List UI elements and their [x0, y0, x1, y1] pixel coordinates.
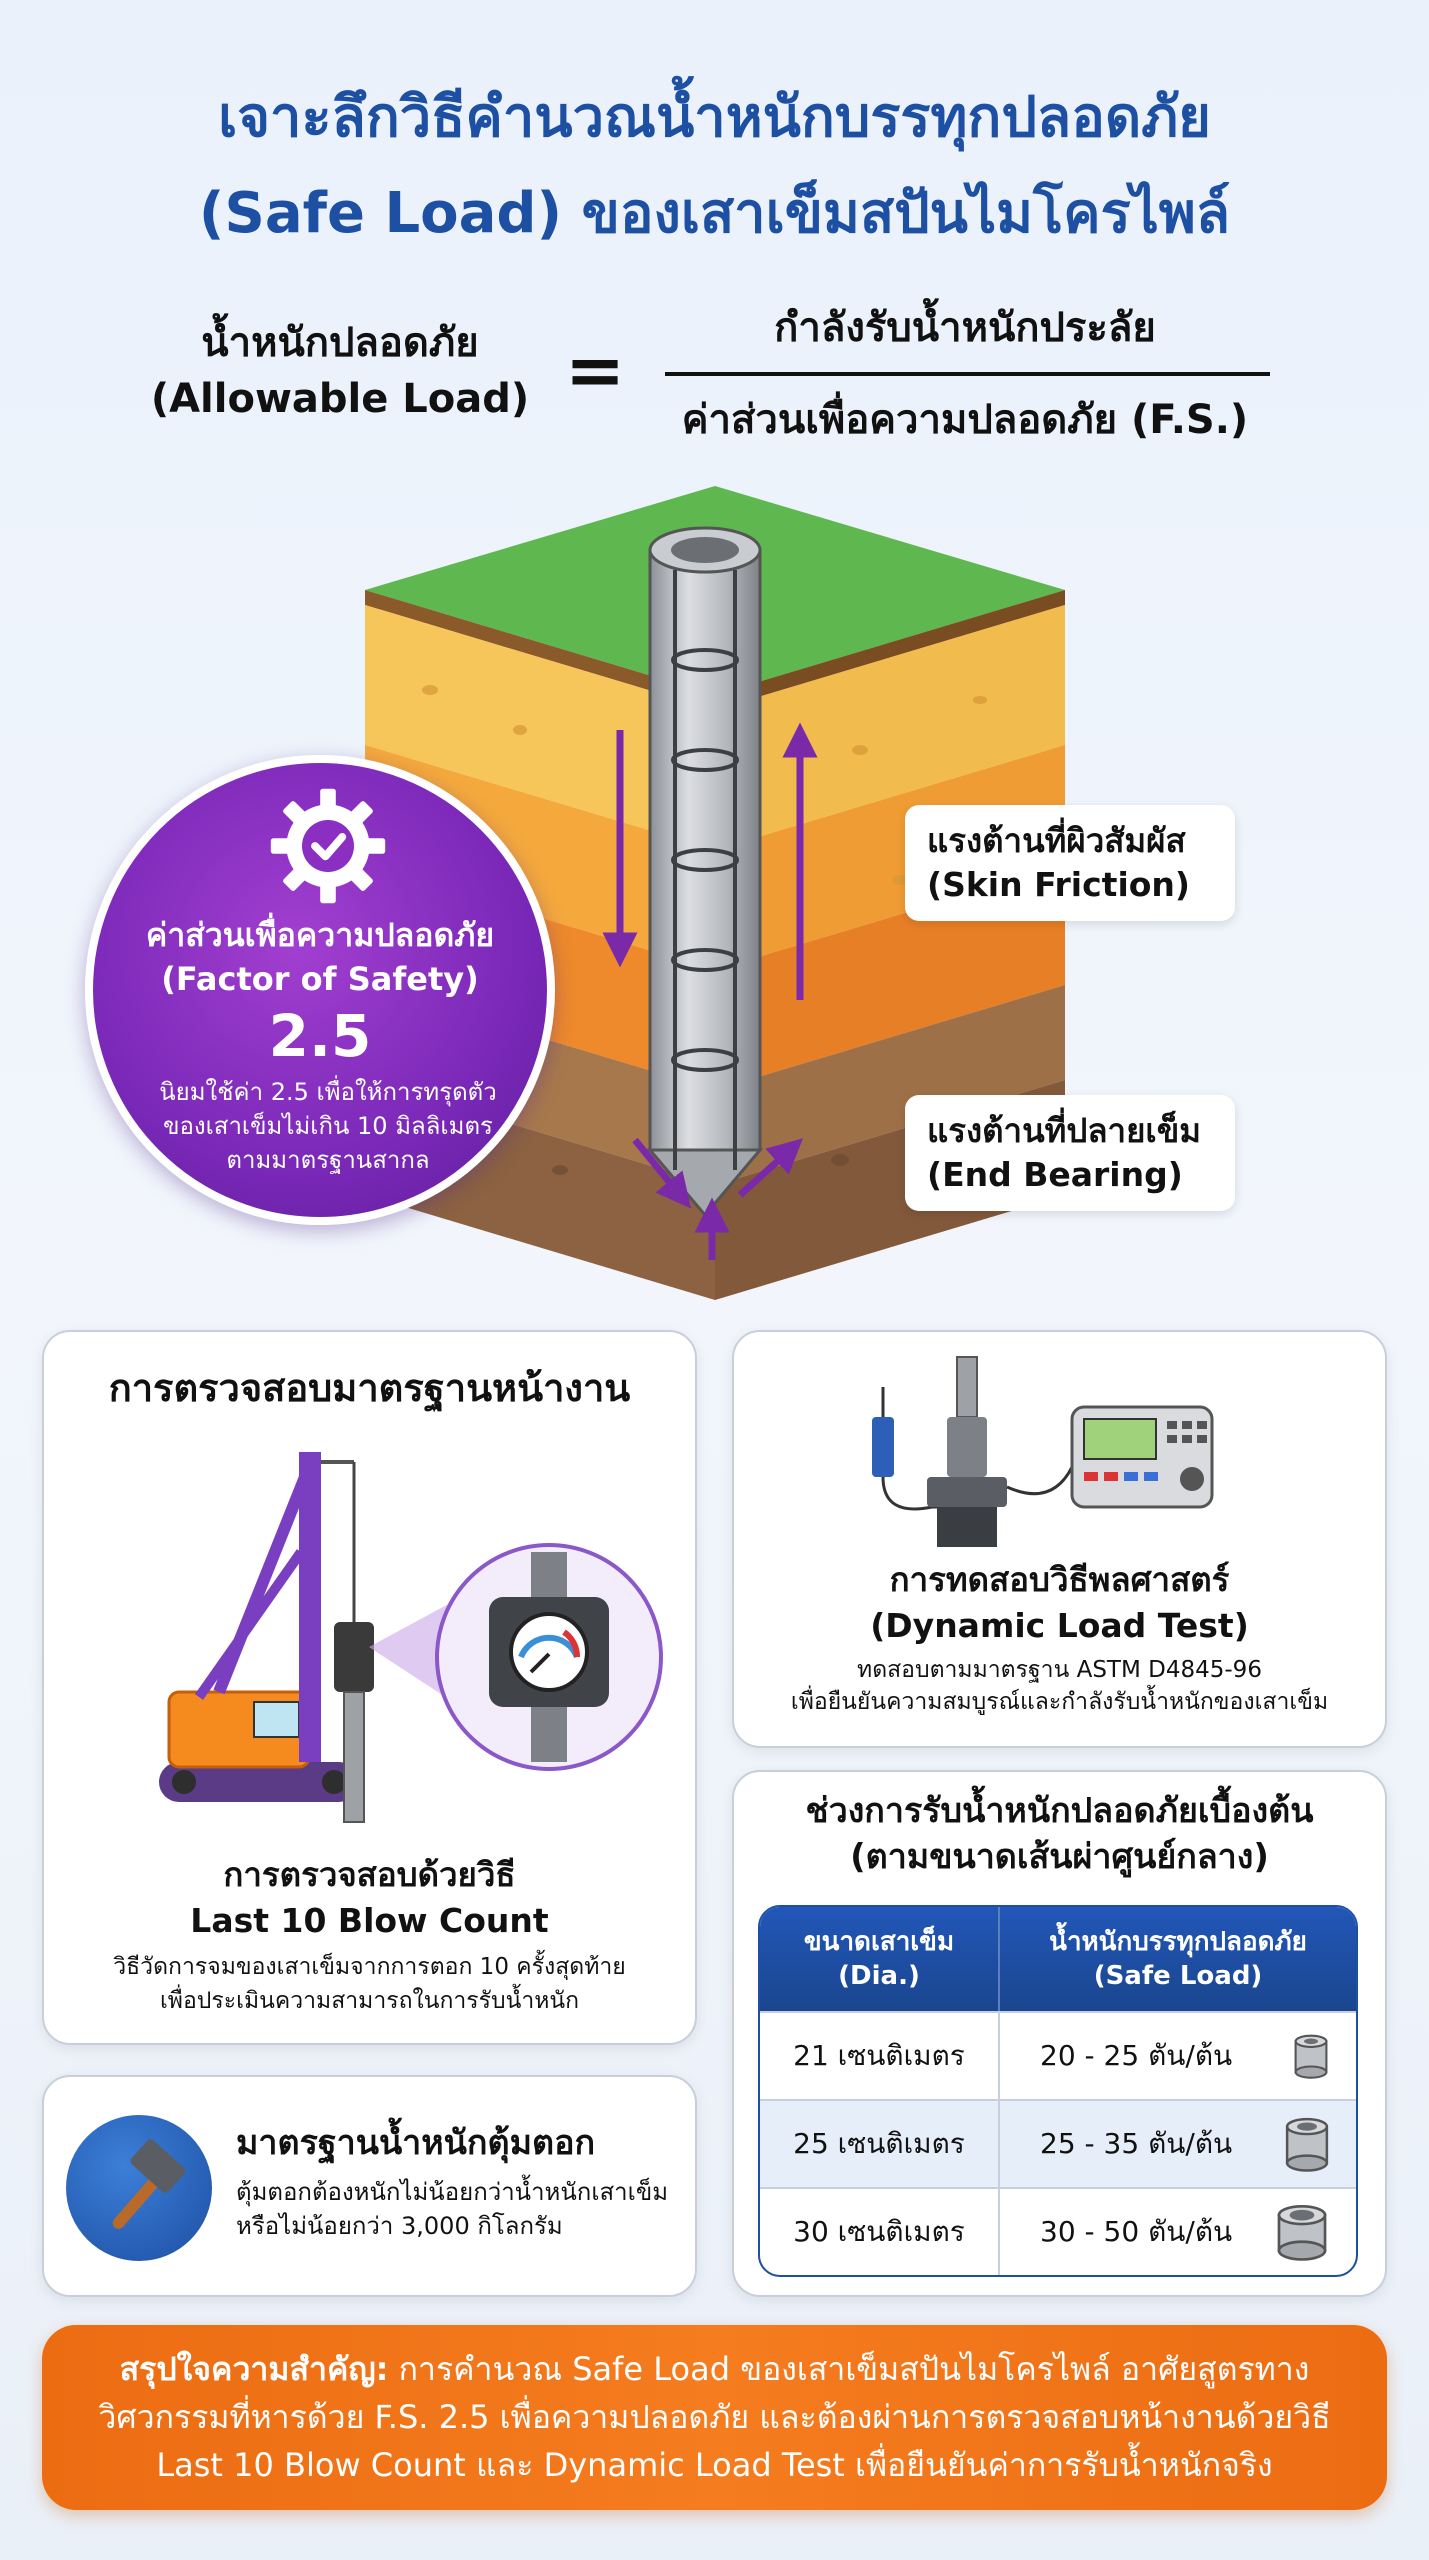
- formula-numerator: กำลังรับน้ำหนักประลัย: [774, 305, 1156, 351]
- formula-denominator: ค่าส่วนเพื่อความปลอดภัย (F.S.): [681, 397, 1249, 443]
- fos-label-line-2: (Factor of Safety): [161, 960, 479, 998]
- dynamic-test-equipment-illustration: [872, 1356, 1214, 1547]
- hammer-standard-description: ตุ้มตอกต้องหนักไม่น้อยกว่าน้ำหนักเสาเข็ม…: [236, 2178, 669, 2240]
- table-cell-size: 30 เซนติเมตร: [760, 2187, 1000, 2275]
- table-row: 30 เซนติเมตร 30 - 50 ตัน/ต้น: [760, 2187, 1356, 2275]
- hammer-standard-card: มาตรฐานน้ำหนักตุ้มตอก ตุ้มตอกต้องหนักไม่…: [42, 2075, 697, 2297]
- fos-label-line-1: ค่าส่วนเพื่อความปลอดภัย: [145, 916, 495, 954]
- factor-of-safety-badge: ค่าส่วนเพื่อความปลอดภัย (Factor of Safet…: [85, 755, 555, 1225]
- fos-note: นิยมใช้ค่า 2.5 เพื่อให้การทรุดตัว ของเสา…: [159, 1078, 497, 1174]
- blow-count-description: วิธีวัดการจมของเสาเข็มจากการตอก 10 ครั้ง…: [113, 1954, 626, 2014]
- safe-load-table-card: [732, 1770, 1387, 2297]
- table-row: 25 เซนติเมตร 25 - 35 ตัน/ต้น: [760, 2099, 1356, 2187]
- formula-fraction-bar: [665, 372, 1270, 376]
- pile-driver-illustration: [159, 1452, 663, 1823]
- table-cell-load: 25 - 35 ตัน/ต้น: [1000, 2099, 1356, 2187]
- safe-load-table: ขนาดเสาเข็ม (Dia.) น้ำหนักบรรทุกปลอดภัย …: [758, 1905, 1358, 2277]
- end-bearing-arrow-left: [632, 1137, 692, 1209]
- pile-section-icon-large: [1277, 2204, 1327, 2261]
- formula-left-line-2: (Allowable Load): [150, 376, 530, 422]
- dynamic-test-description: ทดสอบตามมาตรฐาน ASTM D4845-96 เพื่อยืนยั…: [790, 1657, 1329, 1715]
- site-inspection-title: การตรวจสอบมาตรฐานหน้างาน: [108, 1366, 631, 1410]
- safe-load-table-title: ช่วงการรับน้ำหนักปลอดภัยเบื้องต้น (ตามขน…: [805, 1791, 1314, 1877]
- table-header-row: ขนาดเสาเข็ม (Dia.) น้ำหนักบรรทุกปลอดภัย …: [760, 1907, 1356, 2011]
- end-bearing-label: แรงต้านที่ปลายเข็ม (End Bearing): [905, 1095, 1235, 1211]
- pile-section-icon-medium: [1285, 2117, 1329, 2172]
- title-line-1: เจาะลึกวิธีคำนวณน้ำหนักบรรทุกปลอดภัย: [218, 85, 1211, 150]
- gear-check-icon: [270, 788, 386, 904]
- table-header-diameter: ขนาดเสาเข็ม (Dia.): [760, 1907, 1000, 2011]
- soil-layer-1: [365, 605, 715, 850]
- formula-left-line-1: น้ำหนักปลอดภัย: [201, 320, 479, 366]
- summary-line-2: วิศวกรรมที่หารด้วย F.S. 2.5 เพื่อความปลอ…: [98, 2398, 1331, 2436]
- fos-value: 2.5: [268, 1002, 372, 1070]
- hammer-standard-title: มาตรฐานน้ำหนักตุ้มตอก: [236, 2123, 596, 2163]
- dynamic-load-test-card: การทดสอบวิธีพลศาสตร์ (Dynamic Load Test)…: [732, 1330, 1387, 1748]
- blow-count-method: การตรวจสอบด้วยวิธี Last 10 Blow Count: [190, 1855, 549, 1940]
- dynamic-test-title: การทดสอบวิธีพลศาสตร์ (Dynamic Load Test): [870, 1560, 1249, 1645]
- summary-line-3: Last 10 Blow Count และ Dynamic Load Test…: [156, 2446, 1273, 2484]
- table-row: 21 เซนติเมตร 20 - 25 ตัน/ต้น: [760, 2011, 1356, 2099]
- skin-friction-label: แรงต้านที่ผิวสัมผัส (Skin Friction): [905, 805, 1235, 921]
- hammer-icon: [112, 2139, 186, 2229]
- pile-section-icon-small: [1294, 2034, 1328, 2079]
- formula-equals: =: [564, 328, 626, 412]
- title-line-2: (Safe Load) ของเสาเข็มสปันไมโครไพล์: [198, 181, 1231, 246]
- formula-left: น้ำหนักปลอดภัย (Allowable Load): [140, 315, 540, 427]
- table-cell-size: 21 เซนติเมตร: [760, 2011, 1000, 2099]
- summary-line-1: สรุปใจความสำคัญ: การคำนวณ Safe Load ของเ…: [119, 2350, 1310, 2388]
- table-cell-load: 20 - 25 ตัน/ต้น: [1000, 2011, 1356, 2099]
- page-title: เจาะลึกวิธีคำนวณน้ำหนักบรรทุกปลอดภัย (Sa…: [0, 70, 1429, 262]
- table-cell-load: 30 - 50 ตัน/ต้น: [1000, 2187, 1356, 2275]
- site-inspection-card: การตรวจสอบมาตรฐานหน้างาน การตรวจสอบด้วยว…: [42, 1330, 697, 2045]
- table-cell-size: 25 เซนติเมตร: [760, 2099, 1000, 2187]
- summary-banner: สรุปใจความสำคัญ: การคำนวณ Safe Load ของเ…: [42, 2325, 1387, 2510]
- end-bearing-arrow-right: [737, 1138, 804, 1198]
- hammer-icon-badge: [66, 2115, 212, 2261]
- table-header-safe-load: น้ำหนักบรรทุกปลอดภัย (Safe Load): [1000, 1907, 1356, 2011]
